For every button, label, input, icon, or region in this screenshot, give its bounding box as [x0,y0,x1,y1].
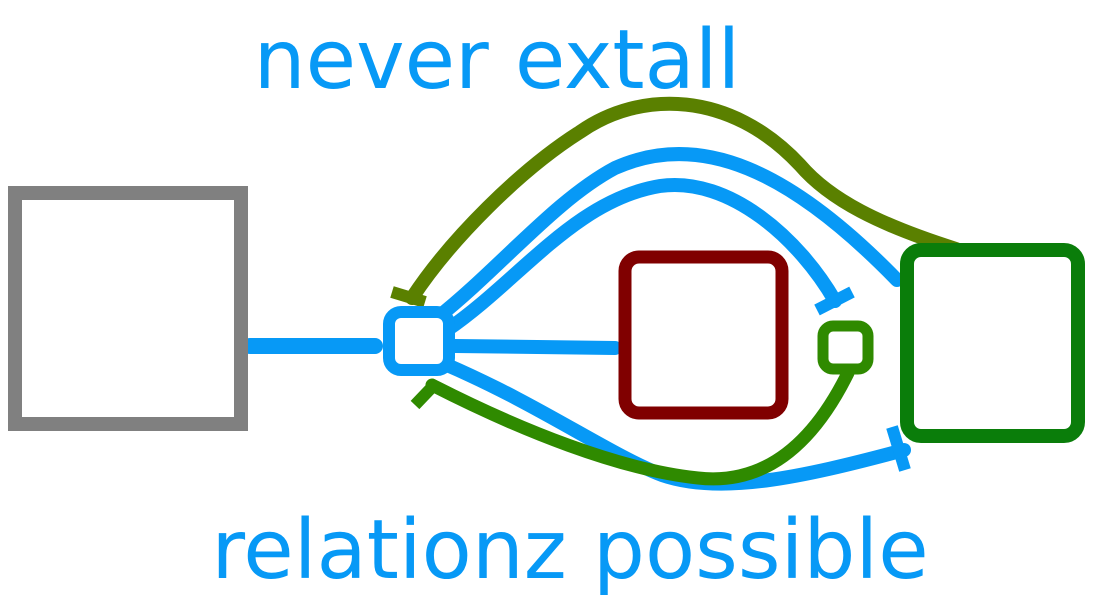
edge-hub-to-red [448,339,622,355]
nodes [8,186,1085,443]
inhibit-bar-hub-olive [390,286,427,308]
edge-small-to-hub-inhibit [425,366,855,486]
small-green-square-node [817,320,874,375]
inhibit-bar-hub-green [410,378,441,410]
green-square-node [900,243,1085,443]
edge-hub-to-green-arc [430,147,904,325]
diagram-title: never extall [254,13,741,108]
edge-hub-to-small-inhibit [440,177,842,337]
inhibit-bar-green-lower [886,425,911,472]
red-square-node [618,250,789,420]
gray-square-node [8,186,248,431]
hub-square-node [383,306,455,376]
edge-green-to-hub-inhibit [405,96,963,305]
diagram-subtitle: relationz possible [211,503,928,598]
edges [242,96,963,491]
inhibit-bar-small [814,286,855,316]
